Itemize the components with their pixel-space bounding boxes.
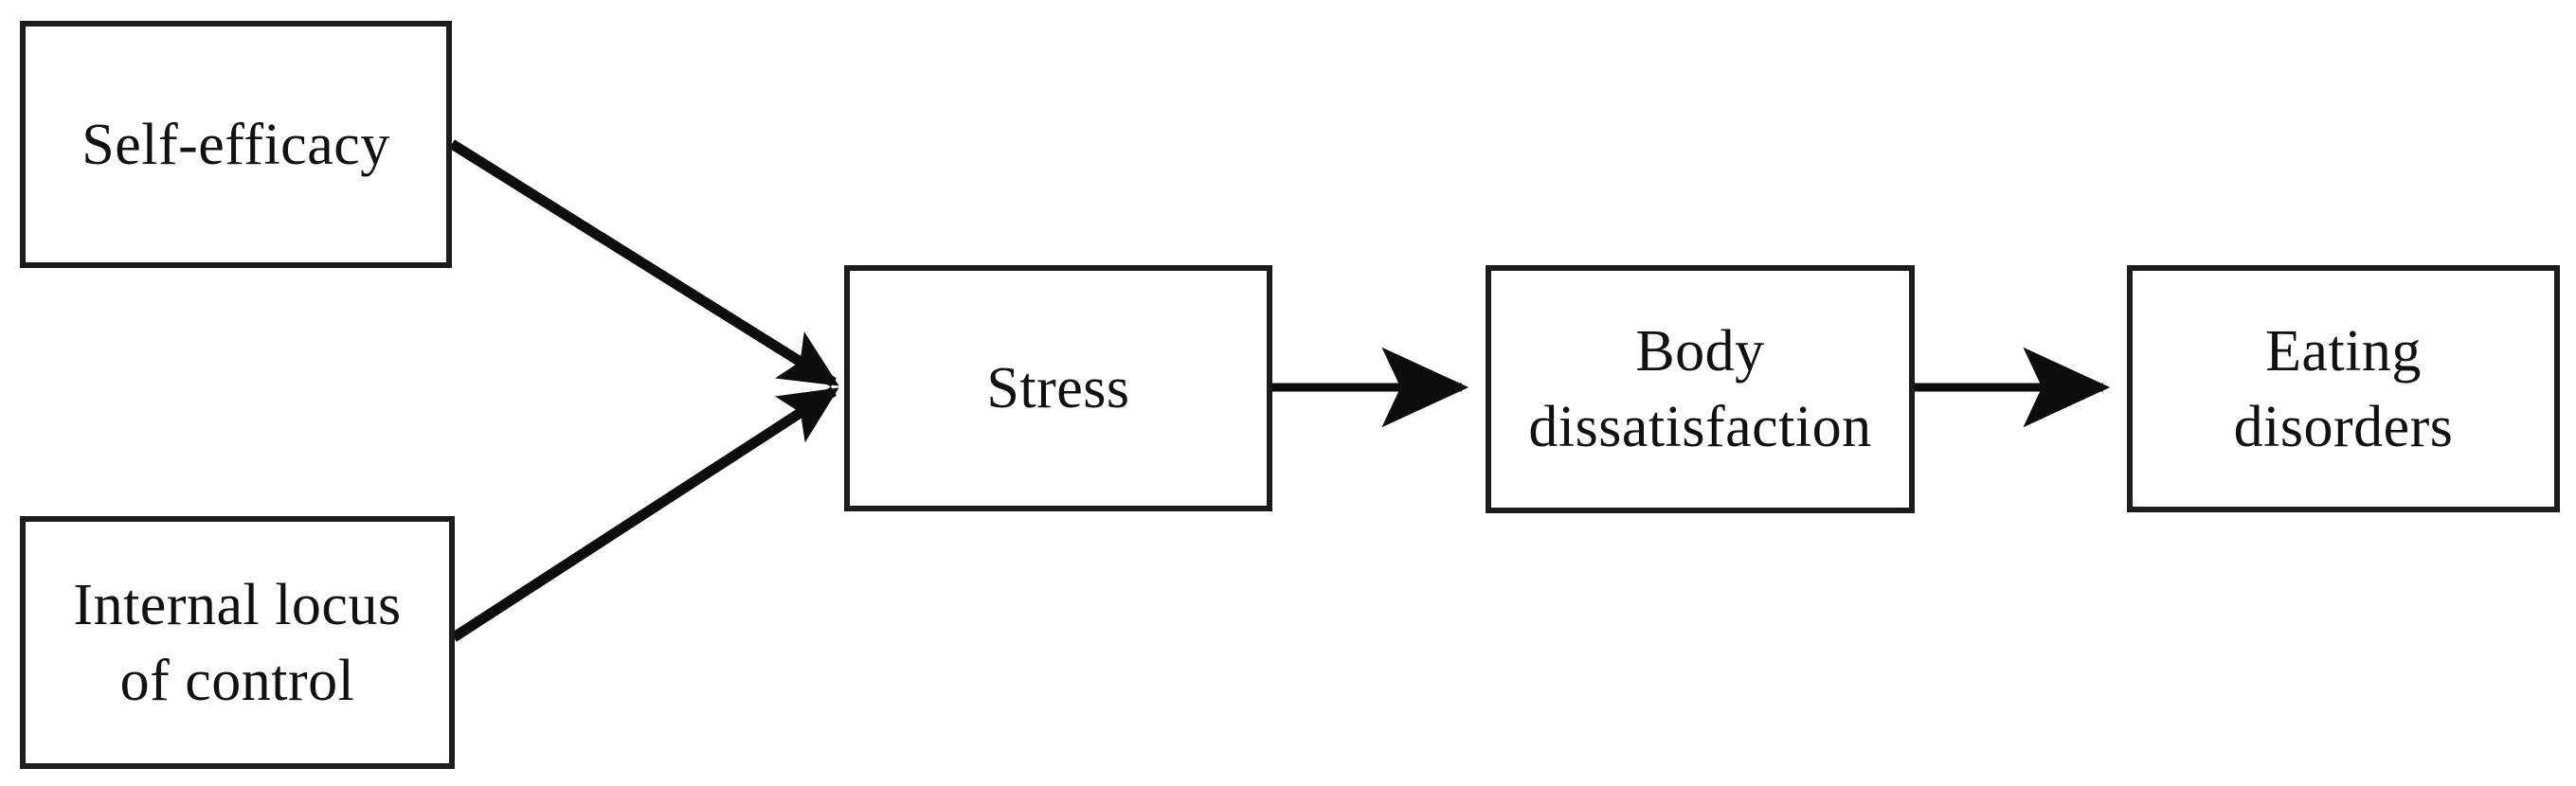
edge-self-efficacy-stress [449,139,839,387]
node-body-dissatisfaction-label: Body dissatisfaction [1528,319,1872,459]
node-self-efficacy-label: Self-efficacy [81,112,390,177]
node-internal-locus-of-control[interactable]: Internal locus of control [20,516,455,769]
node-stress[interactable]: Stress [844,265,1272,511]
node-stress-label: Stress [986,356,1130,420]
node-internal-locus-of-control-label: Internal locus of control [73,572,402,713]
node-eating-disorders-label: Eating disorders [2233,318,2454,459]
node-body-dissatisfaction[interactable]: Body dissatisfaction [1486,265,1915,513]
edge-internal-locus-stress [451,386,839,642]
node-eating-disorders[interactable]: Eating disorders [2127,265,2560,512]
node-self-efficacy[interactable]: Self-efficacy [20,21,452,268]
